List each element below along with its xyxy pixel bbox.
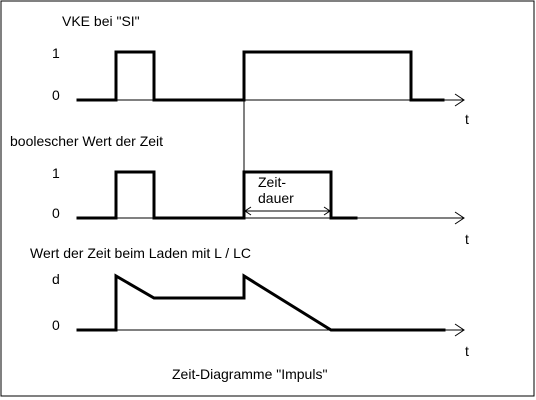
panel2-low-label: 0 (52, 205, 60, 221)
duration-label-line1: Zeit- (258, 174, 286, 190)
panel1-high-label: 1 (52, 45, 60, 61)
duration-label-line2: dauer (258, 190, 294, 206)
panel3-axis-arrowhead (454, 323, 465, 337)
panel3-title: Wert der Zeit beim Laden mit L / LC (30, 245, 251, 261)
panel3-timer-value-curve (76, 273, 446, 332)
panel2-axis-arrowhead (454, 211, 465, 225)
panel1-axis-arrowhead (454, 93, 465, 107)
panel3-axis-label: t (465, 343, 469, 359)
diagram-caption: Zeit-Diagramme "Impuls" (172, 366, 327, 382)
panel2-high-label: 1 (52, 165, 60, 181)
duration-arrow-right-head (323, 206, 331, 216)
panel1-axis-label: t (465, 111, 469, 127)
panel3-low-label: 0 (52, 317, 60, 333)
panel2-title: boolescher Wert der Zeit (10, 133, 163, 149)
panel3-high-label: d (52, 271, 60, 287)
panel1-vke-signal (76, 50, 445, 102)
duration-arrow-left-head (244, 206, 252, 216)
panel2-axis-label: t (465, 231, 469, 247)
panel1-title: VKE bei "SI" (62, 13, 140, 29)
panel2-timer-signal (76, 170, 358, 220)
panel1-low-label: 0 (52, 87, 60, 103)
